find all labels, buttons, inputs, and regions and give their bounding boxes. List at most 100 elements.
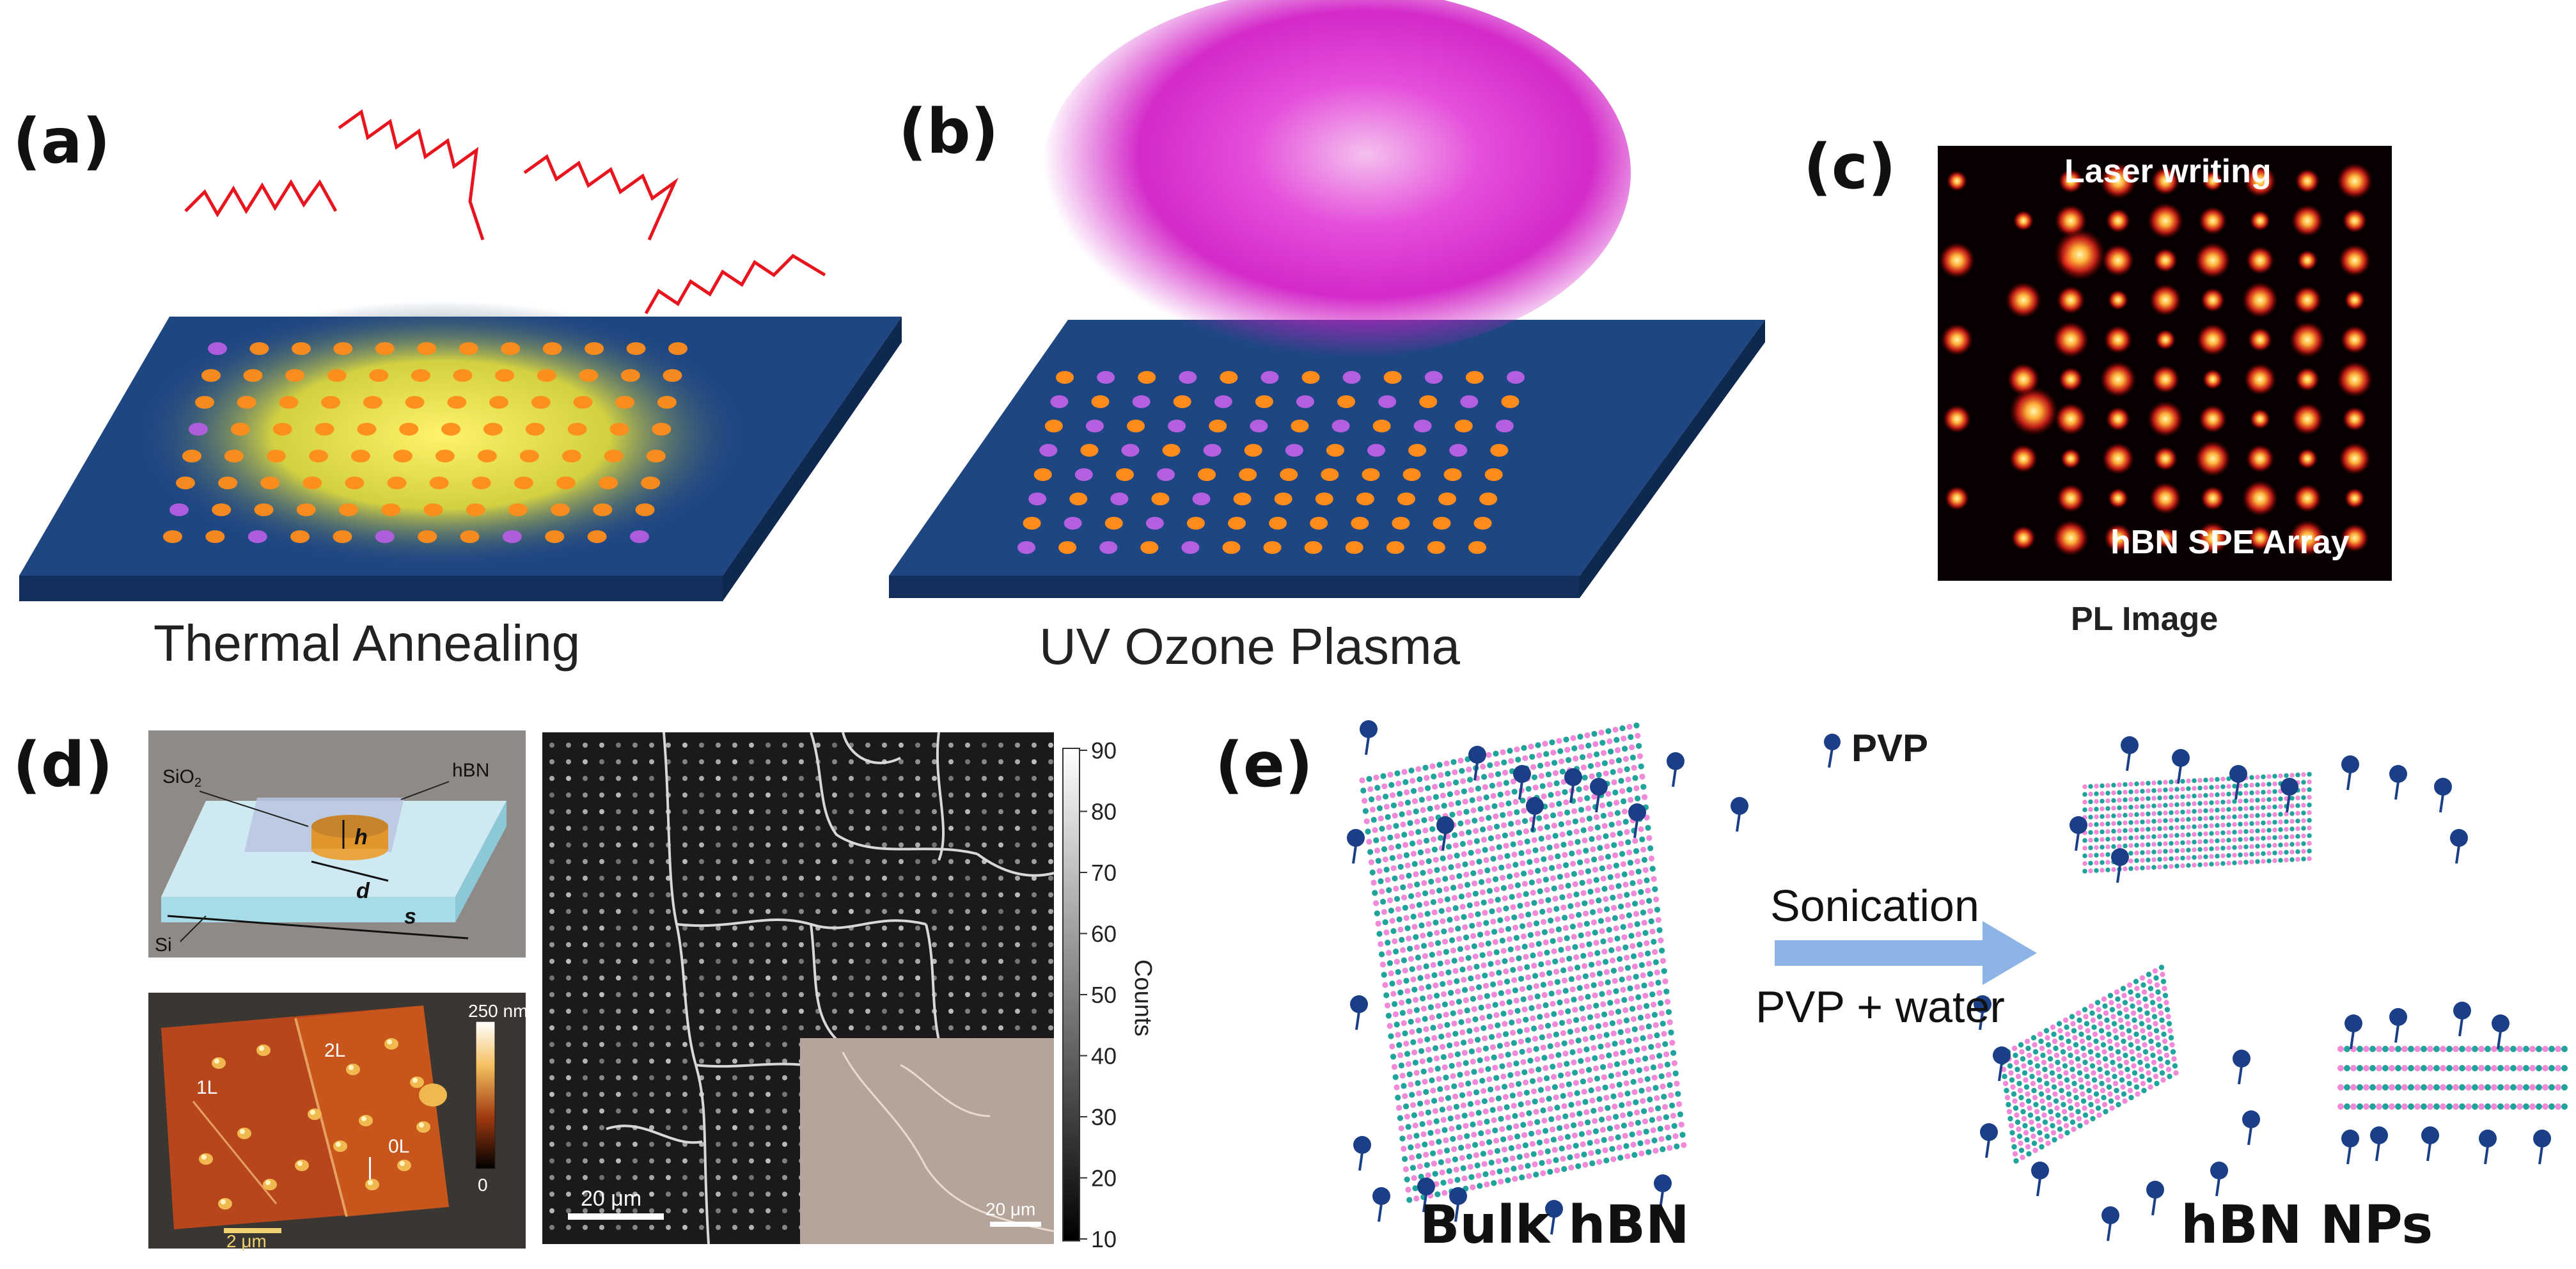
atom <box>1434 804 1440 810</box>
pvp-tail <box>1352 845 1357 864</box>
pl-map-dot <box>566 1042 571 1047</box>
atom <box>2249 859 2254 865</box>
pl-map-dot <box>732 876 737 881</box>
atom <box>1414 881 1420 888</box>
atom <box>2037 1031 2043 1037</box>
atom <box>1465 829 1472 835</box>
pl-map-dot <box>699 1175 704 1180</box>
pl-map-dot <box>732 1025 737 1030</box>
atom <box>1546 907 1553 913</box>
atom <box>2238 814 2243 819</box>
pvp-legend-label: PVP <box>1851 727 1928 769</box>
atom <box>1389 917 1395 924</box>
atom <box>2163 818 2168 823</box>
atom <box>1390 1053 1397 1060</box>
atom <box>1447 989 1454 996</box>
pl-map-dot <box>649 1042 654 1047</box>
atom <box>2022 1123 2028 1129</box>
pl-map-dot <box>682 1208 687 1213</box>
atom <box>2090 1115 2096 1122</box>
atom <box>1609 1020 1616 1027</box>
atom <box>2093 1038 2099 1044</box>
atom <box>1543 876 1550 883</box>
pl-map-dot <box>915 1025 920 1030</box>
atom <box>1425 1172 1431 1179</box>
atom <box>1443 949 1450 955</box>
atom <box>2421 1084 2427 1091</box>
defect-dot <box>1356 493 1374 505</box>
pl-map-dot <box>566 1125 571 1130</box>
atom <box>2357 1084 2363 1091</box>
atom <box>2062 1017 2069 1023</box>
atom <box>1495 1158 1502 1165</box>
pl-map-dot <box>632 1192 638 1197</box>
atom <box>1657 1062 1664 1069</box>
atom <box>2395 1103 2401 1110</box>
atom <box>1383 866 1390 873</box>
atom <box>1447 917 1453 923</box>
atom <box>2133 1084 2140 1090</box>
atom <box>1439 1107 1446 1113</box>
atom <box>1474 1100 1481 1106</box>
atom <box>2344 1046 2350 1052</box>
atom <box>2025 1098 2032 1104</box>
defect-dot <box>1192 493 1211 505</box>
atom <box>2165 1066 2172 1073</box>
pl-map-dot <box>649 942 654 947</box>
atom <box>1561 1103 1567 1110</box>
pl-map-dot <box>766 1158 771 1163</box>
atom <box>1545 959 1551 966</box>
atom <box>2128 782 2133 787</box>
pvp-tail <box>2247 1126 2252 1146</box>
pl-map-dot <box>965 909 970 914</box>
atom <box>2004 1087 2009 1094</box>
atom <box>2013 1105 2019 1111</box>
atom <box>1387 771 1394 778</box>
pl-map-dot <box>749 776 754 781</box>
pl-map-dot <box>799 792 804 798</box>
atom <box>2094 1098 2100 1104</box>
atom <box>2433 1065 2440 1071</box>
atom <box>1624 892 1630 898</box>
panel-b-label: (b) <box>899 96 999 168</box>
atom <box>1631 963 1638 970</box>
pl-map-dot <box>782 809 787 814</box>
atom <box>2045 1042 2052 1048</box>
step-pvp-water: PVP + water <box>1755 982 2005 1032</box>
pl-map-dot <box>649 743 654 748</box>
atom <box>1571 1059 1577 1066</box>
atom <box>1574 964 1581 971</box>
atom <box>1449 811 1456 818</box>
atom <box>1617 1092 1624 1098</box>
atom <box>1671 1123 1677 1130</box>
atom <box>2092 1031 2098 1037</box>
atom <box>2278 842 2283 847</box>
atom <box>2088 860 2093 866</box>
atom <box>2151 857 2156 862</box>
pl-map-dot <box>716 975 721 981</box>
atom <box>1534 1119 1541 1125</box>
emitter-spot <box>2195 441 2231 477</box>
atom <box>1496 980 1504 986</box>
atom <box>2059 1087 2064 1094</box>
atom <box>1550 1137 1557 1143</box>
pl-map-dot <box>899 826 904 831</box>
atom <box>2074 1101 2080 1108</box>
atom <box>1505 1114 1511 1121</box>
atom <box>1574 1090 1580 1096</box>
atom <box>2020 1108 2026 1115</box>
atom <box>1614 935 1621 942</box>
atom <box>2105 852 2110 857</box>
pl-map-dot <box>599 1092 604 1097</box>
atom <box>1519 1174 1525 1181</box>
pl-map-dot <box>782 1025 787 1030</box>
atom <box>1423 1026 1429 1032</box>
atom <box>2045 1035 2050 1041</box>
atom <box>1551 1147 1558 1153</box>
atom <box>1484 1055 1490 1062</box>
atom <box>1456 810 1463 817</box>
atom <box>2307 840 2312 846</box>
atom <box>1596 1158 1603 1165</box>
pl-map-dot <box>583 1092 588 1097</box>
atom <box>1406 1197 1413 1203</box>
